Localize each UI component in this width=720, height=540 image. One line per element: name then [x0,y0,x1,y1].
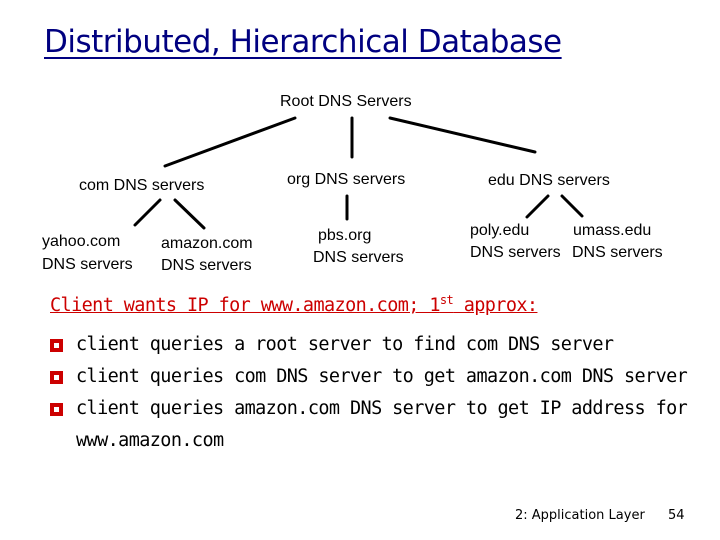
edu-to-umass-line [560,194,584,218]
bullet-heading: Client wants IP for www.amazon.com; 1st … [50,293,538,317]
amazon-domain-label: amazon.com [161,235,253,252]
amazon-dns-servers-label: DNS servers [161,257,252,274]
org-dns-servers-label: org DNS servers [287,171,406,188]
bullet-text: client queries com DNS server to get ama… [76,366,688,387]
bullet-item: client queries com DNS server to get ama… [50,361,710,393]
yahoo-domain-label: yahoo.com [42,233,121,250]
bullet-item: client queries amazon.com DNS server to … [50,393,710,457]
bullet-square-icon [50,403,63,416]
footer-chapter-label: 2: Application Layer [515,508,645,523]
edu-dns-servers-label: edu DNS servers [488,172,610,189]
poly-dns-servers-label: DNS servers [470,244,561,261]
bullet-list: client queries a root server to find com… [50,329,710,457]
dns-hierarchy-diagram [133,116,584,230]
pbs-dns-servers-label: DNS servers [313,249,404,266]
root-dns-servers-label: Root DNS Servers [280,93,412,110]
page-number: 54 [668,508,685,523]
bullet-text: client queries amazon.com DNS server to … [76,398,688,451]
bullet-item: client queries a root server to find com… [50,329,710,361]
umass-domain-label: umass.edu [573,222,652,239]
bullet-text: client queries a root server to find com… [76,334,614,355]
com-to-yahoo-line [133,198,162,227]
bullet-square-icon [50,371,63,384]
yahoo-dns-servers-label: DNS servers [42,256,133,273]
root-to-edu-line [388,116,537,154]
slide-title: Distributed, Hierarchical Database [44,24,562,60]
poly-domain-label: poly.edu [470,222,530,239]
com-to-amazon-line [173,198,206,230]
bullet-square-icon [50,339,63,352]
umass-dns-servers-label: DNS servers [572,244,663,261]
com-dns-servers-label: com DNS servers [79,177,205,194]
bullet-heading-text: Client wants IP for www.amazon.com; 1 [50,295,441,317]
bullet-heading-superscript: st [439,293,454,307]
bullet-heading-tail: approx: [453,295,538,317]
edu-to-poly-line [525,194,550,219]
pbs-domain-label: pbs.org [318,227,372,244]
root-to-com-line [163,116,297,168]
